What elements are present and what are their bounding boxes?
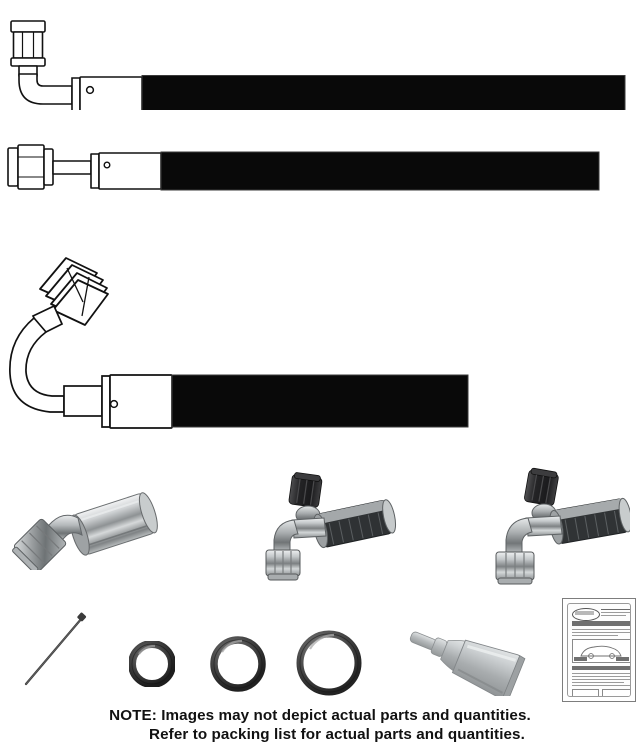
o-ring-medium [210,636,266,692]
note-line-2: Refer to packing list for actual parts a… [149,726,525,743]
disclaimer-note: NOTE: Images may not depict actual parts… [0,706,640,744]
hose-assembly-3 [4,244,474,430]
o-ring-large [296,630,362,696]
fitting-90-degree-with-service-port-2 [480,466,630,586]
sealant-tube [404,624,526,701]
cable-tie [22,612,90,688]
hose-assembly-1 [2,18,632,110]
fitting-45-degree-beadlock [12,478,172,570]
label-vehicle-diagram-icon [580,645,622,659]
instruction-sheet [562,598,636,702]
hose-assembly-2 [6,140,602,202]
o-ring-small [128,640,176,688]
note-line-1: NOTE: Images may not depict actual parts… [109,707,531,724]
fitting-90-degree-with-service-port-1 [258,470,398,582]
